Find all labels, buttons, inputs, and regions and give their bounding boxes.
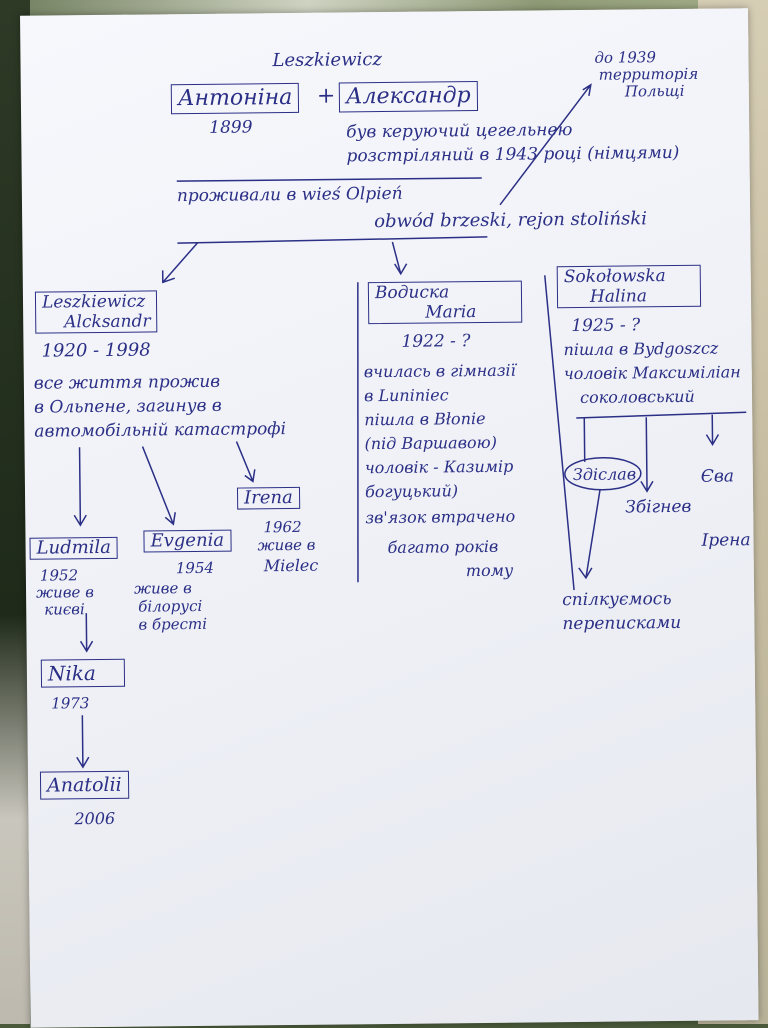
maria-name-box: Водиска Maria [368,281,522,325]
father-name: Александр [339,81,478,112]
maria-name-line2: Maria [375,302,515,323]
evgenia-note-1: живе в [134,580,192,598]
aleksandr-years: 1920 - 1998 [41,340,150,361]
nika-name: Nika [41,659,125,688]
ludmila-name: Ludmila [29,537,118,560]
aleksandr-name-line1: Leszkiewicz [42,291,151,312]
ludmila-note-1: живе в [36,584,94,602]
mother-name: Антоніна [171,83,300,114]
arrow-to-nika [80,613,92,651]
aleksandr-name-line2: Alcksandr [42,311,151,332]
zdislav-name: Здіслав [573,464,636,485]
arrow-to-evgenia [143,446,176,524]
evgenia-note-2: білорусі [138,598,202,616]
irena2-name: Ірена [701,530,750,551]
evgenia-name: Evgenia [143,530,231,553]
father-note-2: розстріляний в 1943 році (німцями) [346,143,679,166]
irena-name: Irena [237,487,300,510]
divider-right [545,275,574,590]
arrow-to-maria [392,242,406,274]
maria-years: 1922 - ? [401,331,470,352]
evgenia-note-3: в бресті [138,616,207,634]
ludmila-year: 1952 [40,567,78,584]
halina-note-1: пішла в Bydgoszcz [563,339,718,361]
divider-left [355,282,361,582]
maria-note-6: богуцький) [365,481,458,502]
anatolii-year: 2006 [74,809,115,829]
children-branch [177,237,487,243]
correspond-line1: спілкуємось [562,589,672,610]
halina-years: 1925 - ? [571,315,640,336]
halina-note-2: чоловік Максиміліан [564,362,741,384]
arrow-to-aleksandr [162,243,197,282]
irena-note-1: живе в [257,537,315,555]
arrow-to-correspond [578,490,601,578]
eva-name: Єва [701,466,734,486]
maria-name-line1: Водиска [375,282,515,303]
maria-note-1: вчилась в гімназії [364,361,516,383]
maria-note-4: (під Варшавою) [364,433,497,454]
halina-branch [576,412,746,418]
arrow-to-irena [236,441,254,481]
ludmila-note-2: києві [44,601,85,618]
correspond-line2: переписками [562,613,681,634]
father-note-1: був керуючий цегельнею [346,120,572,142]
border-note-line1: до 1939 [594,49,656,67]
nika-year: 1973 [51,693,89,713]
halina-name-line2: Halina [564,286,694,307]
aleksandr-name-box: Leszkiewicz Alcksandr [35,290,158,333]
halina-name-box: Sokołowska Halina [557,265,701,309]
plus-sign: + [317,87,336,107]
arrow-to-anatolii [76,715,89,767]
arrow-to-zbigniew [640,417,653,491]
maria-note-3: пішла в Błonie [364,409,485,430]
irena-year: 1962 [263,519,301,536]
anatolii-name: Anatolii [40,771,129,800]
family-name: Leszkiewicz [272,50,382,71]
handwritten-sheet: Leszkiewicz Антоніна + Александр 1899 бу… [20,8,759,1028]
aleksandr-note-2: в Ольпене, загинув в [34,396,222,418]
maria-note-9: тому [466,561,514,581]
maria-note-8: багато років [388,537,499,558]
evgenia-year: 1954 [176,560,214,577]
maria-note-5: чоловік - Казимір [365,457,514,479]
zbigniew-name: Збігнев [625,497,691,518]
halina-name-line1: Sokołowska [564,266,694,287]
arrow-to-eva [706,415,718,445]
maria-note-2: в Luniniec [364,385,449,406]
halina-note-3: соколовський [580,387,695,408]
aleksandr-note-3: автомобільній катастрофі [34,419,286,442]
mother-year: 1899 [209,117,252,137]
border-note-line3: Польщі [625,83,685,101]
residence-line1: проживали в wieś Olpień [177,184,403,206]
residence-line2: obwód brzeski, rejon stoliński [374,209,647,232]
maria-note-7: зв'язок втрачено [365,507,515,529]
residence-underline [177,178,482,181]
irena-note-2: Mielec [264,557,319,576]
aleksandr-note-1: все життя прожив [34,372,220,394]
arrow-to-ludmila [74,447,87,525]
